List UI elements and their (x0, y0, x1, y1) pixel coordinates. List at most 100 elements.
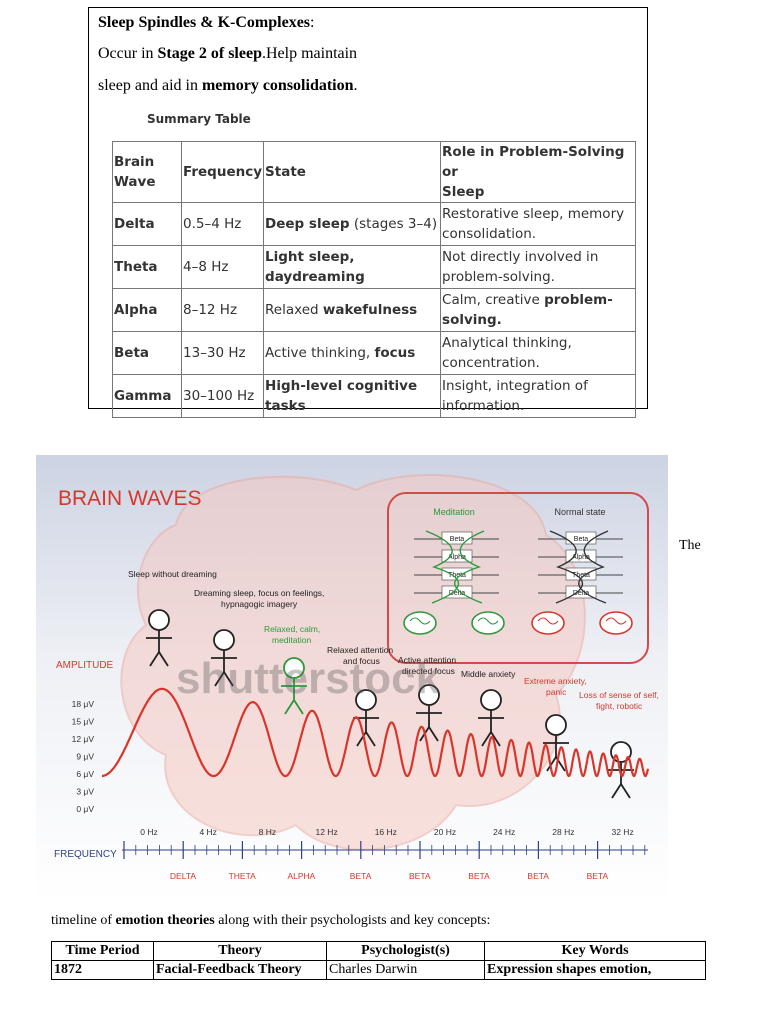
infographic-title: BRAIN WAVES (58, 487, 202, 510)
frequency-tick-label: 32 Hz (611, 827, 633, 837)
frequency-tick-label: 16 Hz (375, 827, 397, 837)
figure-leg (149, 651, 160, 667)
stick-figures (146, 609, 634, 799)
brain-icon-fold (605, 617, 627, 625)
frequency-tick-label: 0 Hz (140, 827, 157, 837)
brain-icon (531, 611, 565, 635)
state-label: Active attention (398, 655, 456, 665)
frequency-tick-label: 4 Hz (199, 827, 216, 837)
frequency-tick-label: 24 Hz (493, 827, 515, 837)
amplitude-tick: 3 μV (76, 787, 94, 797)
normal-state-label: Normal state (554, 507, 605, 517)
frequency-band-label: DELTA (170, 871, 196, 881)
wave-name: Alpha (112, 288, 182, 332)
wave-frequency: 4–8 Hz (180, 245, 265, 289)
state-label: fight, robotic (596, 701, 643, 711)
brain-icon (403, 611, 437, 635)
mini-wave-label: Theta (572, 572, 590, 579)
state-label: Relaxed attention (327, 645, 393, 655)
amplitude-tick: 0 μV (76, 804, 94, 814)
paragraph-fragment: The (679, 538, 701, 553)
state-label: and focus (343, 656, 380, 666)
figure-leg (214, 671, 225, 687)
emotion-theories-table: Time Period Theory Psychologist(s) Key W… (51, 941, 706, 980)
frequency-band-label: THETA (229, 871, 257, 881)
mini-wave-label: Theta (448, 572, 466, 579)
wave-frequency: 13–30 Hz (180, 331, 265, 375)
amplitude-tick: 9 μV (76, 752, 94, 762)
figure-leg (611, 783, 622, 799)
box-line-2: sleep and aid in memory consolidation. (98, 77, 358, 94)
box-title: Sleep Spindles & K-Complexes: (98, 14, 315, 31)
sleep-spindles-box: Sleep Spindles & K-Complexes: Occur in S… (88, 7, 648, 418)
table-header-row: Time Period Theory Psychologist(s) Key W… (51, 941, 706, 961)
mini-wave-curve (578, 530, 609, 604)
frequency-band-label: BETA (468, 871, 490, 881)
timeline-intro: timeline of emotion theories along with … (51, 913, 491, 928)
watermark: shutterstock (176, 654, 441, 703)
figure-leg (481, 731, 492, 747)
wave-state: Relaxed wakefulness (263, 288, 442, 332)
mini-wave-label: Delta (573, 590, 589, 597)
table-row: 1872 Facial-Feedback Theory Charles Darw… (51, 960, 706, 980)
figure-leg (428, 726, 439, 742)
comparison-frame (387, 492, 649, 664)
state-label: Dreaming sleep, focus on feelings, (194, 588, 324, 598)
header-state: State (263, 141, 442, 203)
brain-icon-fold (477, 617, 499, 625)
amplitude-label: AMPLITUDE (56, 660, 114, 671)
brain-waves-infographic: BRAIN WAVES Meditation Normal state Beta… (36, 455, 668, 902)
mini-wave-curve (549, 530, 584, 604)
frequency-tick-label: 8 Hz (259, 827, 276, 837)
brain-icon (471, 611, 505, 635)
wave-frequency: 8–12 Hz (180, 288, 265, 332)
wave-state: Active thinking, focus (263, 331, 442, 375)
figure-leg (158, 651, 169, 667)
figure-leg (293, 699, 304, 715)
frequency-band-label: BETA (409, 871, 431, 881)
frequency-tick-label: 12 Hz (315, 827, 337, 837)
wave-name: Gamma (112, 374, 182, 418)
table-row: Beta 13–30 Hz Active thinking, focus Ana… (112, 331, 637, 375)
frequency-band-label: BETA (350, 871, 372, 881)
wave-role: Calm, creative problem-solving. (440, 288, 637, 332)
frequency-label: FREQUENCY (54, 849, 117, 860)
header-frequency: Frequency (180, 141, 265, 203)
brain-icon (599, 611, 633, 635)
amplitude-tick: 18 μV (72, 699, 95, 709)
figure-leg (223, 671, 234, 687)
state-figure (281, 657, 307, 715)
table-row: Theta 4–8 Hz Light sleep,daydreaming Not… (112, 245, 637, 289)
header-theory: Theory (153, 941, 327, 961)
theory: Facial-Feedback Theory (153, 960, 327, 980)
frequency-tick-label: 20 Hz (434, 827, 456, 837)
frequency-band-label: BETA (527, 871, 549, 881)
mini-wave-label: Beta (450, 536, 465, 543)
frequency-band-label: ALPHA (287, 871, 315, 881)
amplitude-tick: 15 μV (72, 717, 95, 727)
brain-icon-fold (537, 617, 559, 625)
state-figure (543, 714, 569, 772)
figure-leg (365, 731, 376, 747)
state-label: Middle anxiety (461, 669, 516, 679)
figure-head (148, 609, 170, 631)
amplitude-tick: 12 μV (72, 734, 95, 744)
mini-wave-label: Alpha (448, 554, 466, 561)
time-period: 1872 (51, 960, 154, 980)
wave-name: Beta (112, 331, 182, 375)
state-label: directed focus (402, 666, 455, 676)
wave-name: Theta (112, 245, 182, 289)
brain-icon-fold (409, 617, 431, 625)
brain-waves-figure: BRAIN WAVES Meditation Normal state Beta… (36, 455, 668, 902)
state-figure (146, 609, 172, 667)
header-key-words: Key Words (484, 941, 706, 961)
mini-wave-label: Delta (449, 590, 465, 597)
brain-icons (403, 611, 633, 635)
